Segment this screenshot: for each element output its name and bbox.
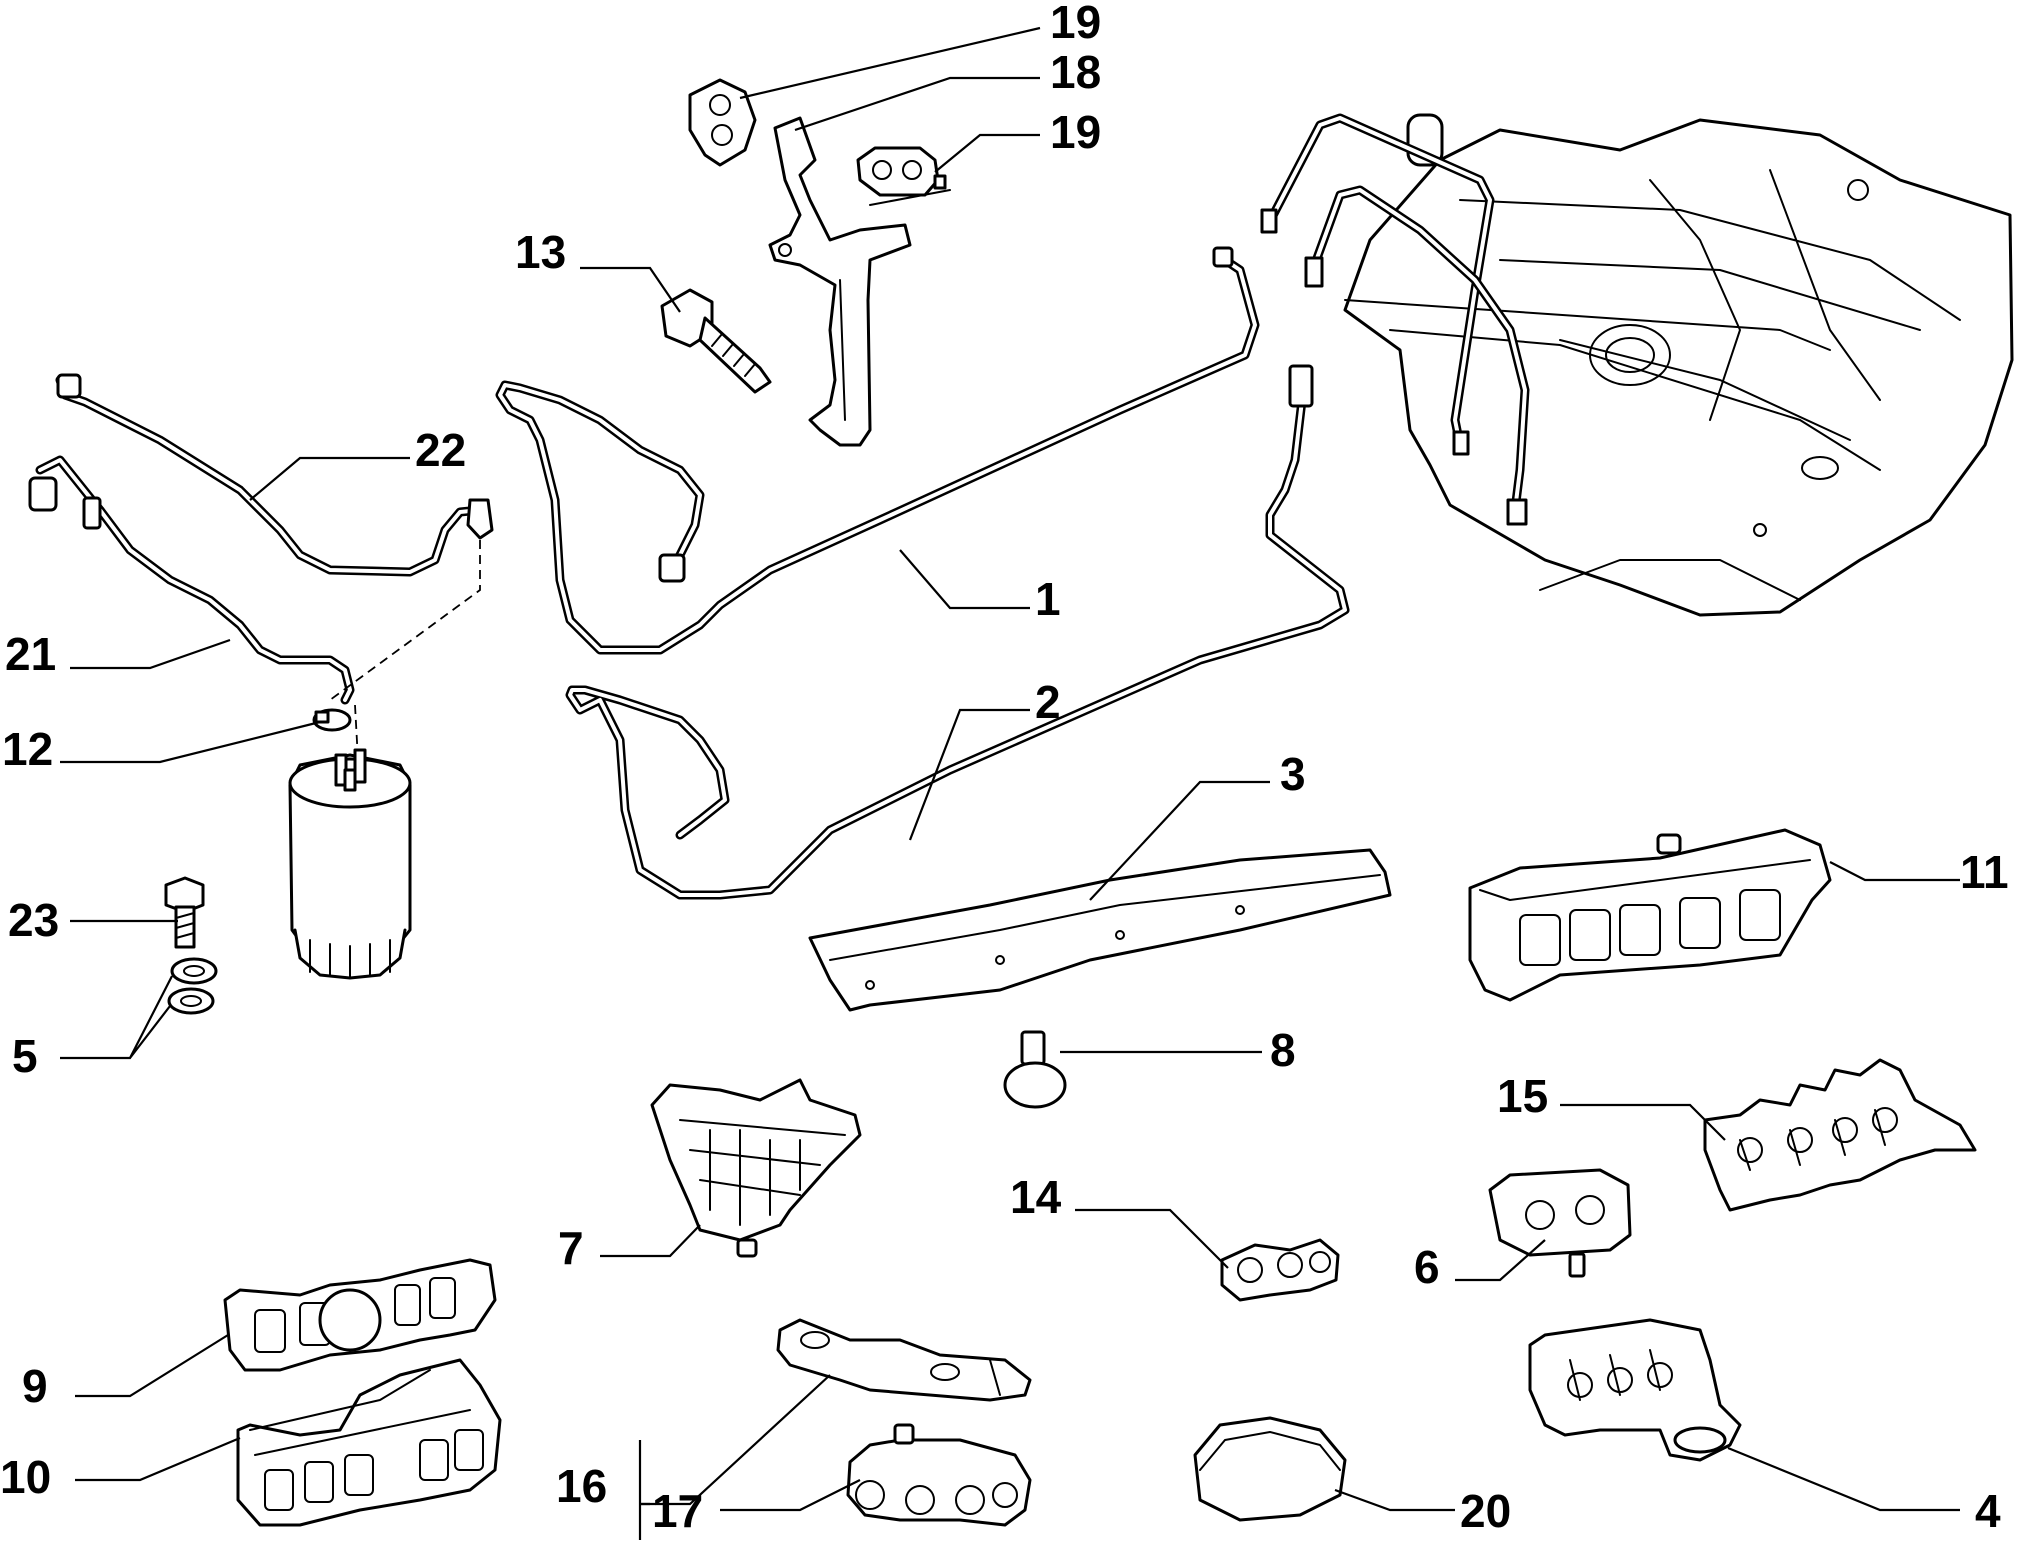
clip-6 bbox=[1488, 1168, 1632, 1278]
clip-14 bbox=[1220, 1238, 1340, 1302]
leader-10 bbox=[75, 1436, 241, 1482]
callout-10: 10 bbox=[0, 1451, 51, 1503]
fuel-tank bbox=[1343, 113, 2014, 617]
bracket-3 bbox=[808, 848, 1392, 1012]
callout-2: 2 bbox=[1035, 676, 1061, 728]
pipe-1 bbox=[495, 246, 1260, 655]
leader-2 bbox=[908, 708, 1030, 841]
leader-3 bbox=[1089, 780, 1270, 901]
leader-4 bbox=[1727, 1446, 1960, 1512]
leader-1 bbox=[899, 549, 1030, 610]
callout-19-upper: 19 bbox=[1050, 0, 1101, 48]
leader-16-bracket bbox=[638, 1440, 650, 1540]
leader-19a bbox=[739, 26, 1041, 100]
callout-17: 17 bbox=[652, 1485, 703, 1537]
callout-1: 1 bbox=[1035, 573, 1061, 625]
leader-17 bbox=[720, 1479, 861, 1512]
callout-8: 8 bbox=[1270, 1024, 1296, 1076]
leader-16 bbox=[640, 1374, 831, 1506]
callout-3: 3 bbox=[1280, 748, 1306, 800]
callout-7: 7 bbox=[558, 1222, 584, 1274]
leader-18 bbox=[794, 76, 1040, 132]
callout-13: 13 bbox=[515, 226, 566, 278]
callout-14: 14 bbox=[1010, 1171, 1062, 1223]
callout-15: 15 bbox=[1497, 1070, 1548, 1122]
callout-19-lower: 19 bbox=[1050, 106, 1101, 158]
leader-lines bbox=[60, 26, 1960, 1540]
callout-21: 21 bbox=[5, 628, 56, 680]
bracket-18 bbox=[768, 116, 912, 447]
clamp-12 bbox=[312, 708, 352, 732]
bolt-13 bbox=[660, 288, 772, 394]
leader-7 bbox=[600, 1224, 701, 1258]
leader-9 bbox=[75, 1334, 229, 1398]
pipe-22 bbox=[55, 373, 494, 577]
leader-19b bbox=[934, 133, 1040, 173]
callout-12: 12 bbox=[2, 723, 53, 775]
callout-4: 4 bbox=[1975, 1485, 2001, 1537]
leader-11 bbox=[1829, 861, 1960, 882]
pipe-21 bbox=[28, 455, 355, 705]
leader-14 bbox=[1075, 1208, 1229, 1269]
leader-12 bbox=[60, 720, 321, 764]
bolt-23 bbox=[164, 876, 205, 949]
callout-11: 11 bbox=[1960, 846, 2009, 898]
clip-11 bbox=[1468, 828, 1832, 1002]
leader-21 bbox=[70, 638, 231, 670]
leader-22 bbox=[249, 456, 410, 501]
tank-fuel-lines bbox=[1260, 113, 1530, 526]
callout-18: 18 bbox=[1050, 46, 1101, 98]
leader-6 bbox=[1455, 1239, 1546, 1282]
clip-10 bbox=[236, 1358, 502, 1527]
holder-7 bbox=[650, 1078, 862, 1258]
leader-15 bbox=[1560, 1103, 1726, 1141]
callout-20: 20 bbox=[1460, 1485, 1511, 1537]
clip-4 bbox=[1528, 1318, 1742, 1462]
leader-13 bbox=[580, 266, 681, 313]
cap-20 bbox=[1193, 1416, 1347, 1522]
bracket-16 bbox=[776, 1318, 1032, 1402]
callout-9: 9 bbox=[22, 1360, 48, 1412]
callout-23: 23 bbox=[8, 894, 59, 946]
clip-9 bbox=[223, 1258, 497, 1372]
clip-15 bbox=[1703, 1058, 1977, 1212]
leader-20 bbox=[1334, 1488, 1455, 1512]
pipe-2 bbox=[565, 364, 1350, 900]
fuel-filter bbox=[288, 748, 412, 980]
clip-19-upper bbox=[688, 78, 757, 167]
washer-5-upper bbox=[170, 957, 218, 985]
screw-8 bbox=[1003, 1030, 1067, 1109]
clip-17 bbox=[846, 1423, 1032, 1527]
callout-22: 22 bbox=[415, 424, 466, 476]
callout-16: 16 bbox=[556, 1460, 607, 1512]
washer-5-lower bbox=[167, 987, 215, 1015]
clip-19-lower bbox=[856, 146, 951, 206]
callout-5: 5 bbox=[12, 1030, 38, 1082]
leader-5 bbox=[60, 975, 173, 1060]
callout-6: 6 bbox=[1414, 1241, 1440, 1293]
